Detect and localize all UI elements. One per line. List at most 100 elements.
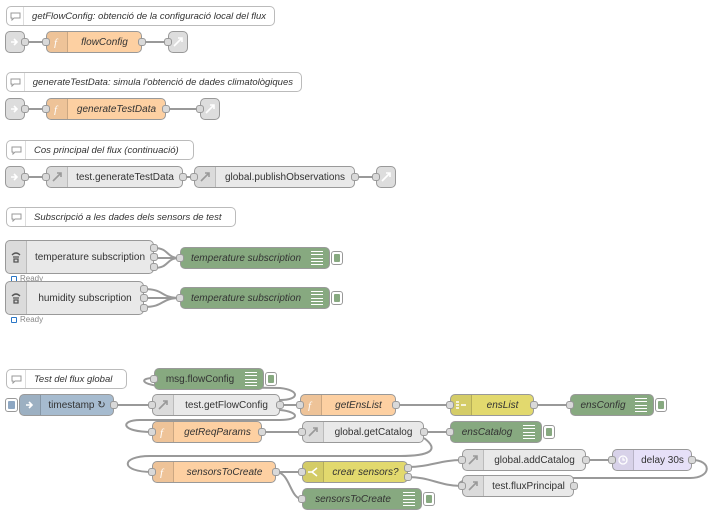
svg-text:f: f <box>160 467 165 478</box>
debug-lines-icon <box>245 372 257 386</box>
link-out-arrow-icon <box>169 32 187 52</box>
mqtt-bridge-icon <box>6 282 27 314</box>
debug-toggle-button[interactable] <box>423 492 435 506</box>
link-in-arrow-icon <box>6 99 24 119</box>
svg-text:f: f <box>54 104 59 115</box>
function-node-flowconfig[interactable]: f flowConfig <box>42 31 146 53</box>
speech-bubble-icon <box>7 73 25 91</box>
comment-generatetestdata[interactable]: generateTestData: simula l'obtenció de d… <box>6 72 302 92</box>
node-label: global.addCatalog <box>494 454 575 466</box>
link-call-generatetestdata[interactable]: test.generateTestData <box>42 166 187 188</box>
link-out-node[interactable] <box>196 98 220 120</box>
debug-node-ensconfig[interactable]: ensConfig <box>566 394 667 416</box>
link-call-icon <box>47 167 68 187</box>
link-call-publishobservations[interactable]: global.publishObservations <box>190 166 359 188</box>
inject-node-timestamp[interactable]: timestamp ↻ <box>5 394 118 416</box>
node-label: temperature subscription <box>190 252 302 264</box>
mqtt-in-humidity[interactable]: humidity subscription <box>5 281 148 315</box>
node-label: flowConfig <box>81 36 128 48</box>
node-label: global.getCatalog <box>334 426 413 438</box>
debug-toggle-button[interactable] <box>265 372 277 386</box>
split-icon <box>451 395 472 415</box>
node-label: getEnsList <box>335 399 382 411</box>
link-in-node[interactable] <box>5 31 29 53</box>
speech-bubble-icon <box>7 370 26 388</box>
node-label: temperature subscription <box>34 251 146 263</box>
function-f-icon: f <box>301 395 322 415</box>
link-out-node[interactable] <box>164 31 188 53</box>
link-in-node[interactable] <box>5 98 29 120</box>
link-call-icon <box>463 476 484 496</box>
comment-text: generateTestData: simula l'obtenció de d… <box>32 76 293 88</box>
link-call-fluxprincipal[interactable]: test.fluxPrincipal <box>458 475 578 497</box>
speech-bubble-icon <box>7 208 26 226</box>
debug-toggle-button[interactable] <box>331 251 343 265</box>
debug-lines-icon <box>523 425 535 439</box>
link-call-getflowconfig[interactable]: test.getFlowConfig <box>148 394 284 416</box>
link-call-icon <box>303 422 324 442</box>
node-label: ensCatalog <box>461 426 513 438</box>
speech-bubble-icon <box>7 141 26 159</box>
comment-text: Subscripció a les dades dels sensors de … <box>34 211 222 223</box>
node-label: timestamp ↻ <box>48 399 106 411</box>
svg-text:f: f <box>308 400 313 411</box>
link-call-icon <box>153 395 174 415</box>
debug-node-sensorstocreate[interactable]: sensorsToCreate <box>298 488 435 510</box>
debug-node-msgflowconfig[interactable]: msg.flowConfig <box>150 368 277 390</box>
node-label: temperature subscription <box>190 292 302 304</box>
debug-lines-icon <box>311 251 323 265</box>
delay-node-30s[interactable]: delay 30s <box>608 449 696 471</box>
node-label: test.fluxPrincipal <box>492 480 565 492</box>
node-label: humidity subscription <box>38 292 132 304</box>
function-f-icon: f <box>47 99 68 119</box>
debug-toggle-button[interactable] <box>543 425 555 439</box>
function-node-generatetestdata[interactable]: f generateTestData <box>42 98 170 120</box>
timer-icon <box>613 450 634 470</box>
link-out-arrow-icon <box>201 99 219 119</box>
debug-toggle-button[interactable] <box>655 398 667 412</box>
node-label: ensList <box>486 399 519 411</box>
link-out-arrow-icon <box>377 167 395 187</box>
switch-node-crear-sensors[interactable]: crear sensors? <box>298 461 412 483</box>
node-label: getReqParams <box>184 426 251 438</box>
split-node-enslist[interactable]: ensList <box>446 394 538 416</box>
comment-getflowconfig[interactable]: getFlowConfig: obtenció de la configurac… <box>6 6 275 26</box>
function-node-sensorstocreate[interactable]: f sensorsToCreate <box>148 461 280 483</box>
node-label: crear sensors? <box>332 466 399 478</box>
function-node-getenslist[interactable]: f getEnsList <box>296 394 400 416</box>
function-node-getreqparams[interactable]: f getReqParams <box>148 421 266 443</box>
mqtt-in-temperature[interactable]: temperature subscription <box>5 240 158 274</box>
mqtt-bridge-icon <box>6 241 27 273</box>
comment-subscripcio[interactable]: Subscripció a les dades dels sensors de … <box>6 207 236 227</box>
svg-text:f: f <box>54 37 59 48</box>
debug-toggle-button[interactable] <box>331 291 343 305</box>
link-out-node[interactable] <box>372 166 396 188</box>
node-label: global.publishObservations <box>224 171 346 183</box>
link-call-addcatalog[interactable]: global.addCatalog <box>458 449 590 471</box>
inject-trigger-button[interactable] <box>5 398 18 412</box>
debug-node-enscatalog[interactable]: ensCatalog <box>446 421 555 443</box>
comment-text: getFlowConfig: obtenció de la configurac… <box>32 10 266 22</box>
speech-bubble-icon <box>7 7 25 25</box>
node-label: sensorsToCreate <box>186 466 263 478</box>
link-call-icon <box>463 450 484 470</box>
link-in-node[interactable] <box>5 166 29 188</box>
link-call-icon <box>195 167 216 187</box>
link-call-getcatalog[interactable]: global.getCatalog <box>298 421 428 443</box>
node-label: ensConfig <box>580 399 626 411</box>
switch-branch-icon <box>303 462 324 482</box>
node-label: test.getFlowConfig <box>185 399 268 411</box>
comment-test-flux-global[interactable]: Test del flux global <box>6 369 127 389</box>
node-label: msg.flowConfig <box>165 373 235 385</box>
debug-lines-icon <box>311 291 323 305</box>
debug-node-humidity[interactable]: temperature subscription <box>176 287 343 309</box>
comment-text: Test del flux global <box>34 373 113 385</box>
node-label: test.generateTestData <box>76 171 174 183</box>
link-in-arrow-icon <box>6 32 24 52</box>
debug-node-temperature[interactable]: temperature subscription <box>176 247 343 269</box>
function-f-icon: f <box>47 32 68 52</box>
comment-cos-principal[interactable]: Cos principal del flux (continuació) <box>6 140 194 160</box>
status-ready-humidity: Ready <box>11 315 43 324</box>
debug-lines-icon <box>635 398 647 412</box>
function-f-icon: f <box>153 462 174 482</box>
